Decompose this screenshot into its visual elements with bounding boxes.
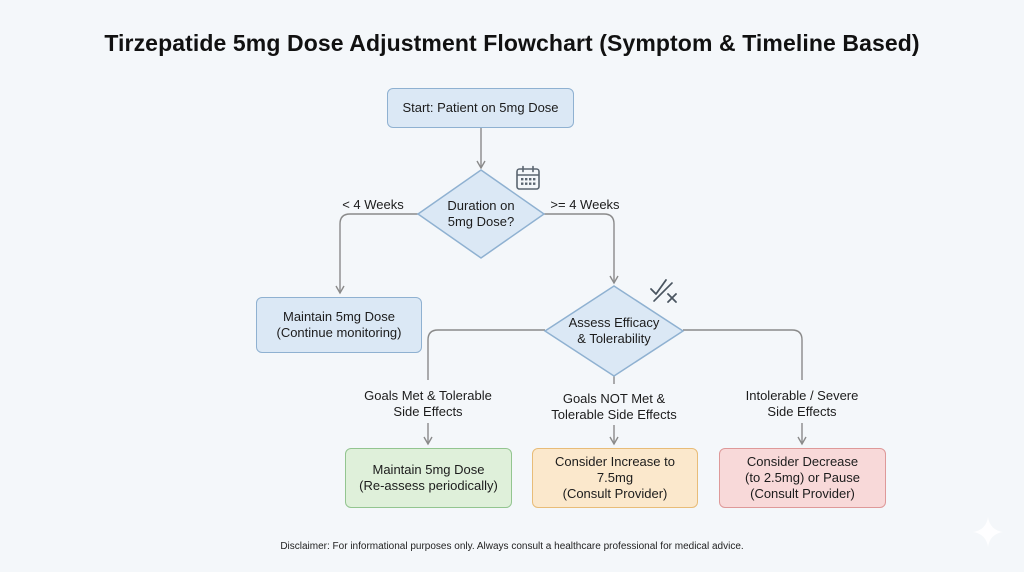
consider-increase-line2: 7.5mg — [596, 470, 634, 485]
edge-label-goals-met: Goals Met & Tolerable Side Effects — [350, 388, 506, 420]
decision-duration-line1: Duration on — [447, 198, 515, 213]
arrow-ge4-to-assess — [544, 213, 619, 285]
arrow-intolerable — [683, 329, 803, 380]
edge-label-goals-met-line1: Goals Met & Tolerable — [364, 388, 492, 403]
edge-label-intolerable-line2: Side Effects — [767, 404, 837, 419]
maintain-monitoring-node: Maintain 5mg Dose (Continue monitoring) — [256, 297, 422, 353]
edge-label-ge4: >= 4 Weeks — [550, 197, 620, 212]
consider-increase-node: Consider Increase to 7.5mg (Consult Prov… — [532, 448, 698, 508]
consider-decrease-line1: Consider Decrease — [746, 454, 859, 469]
edge-label-goals-met-line2: Side Effects — [393, 404, 463, 419]
decision-duration-line2: 5mg Dose? — [447, 214, 515, 229]
sparkle-icon — [973, 517, 1003, 547]
decision-duration: Duration on 5mg Dose? — [431, 198, 531, 230]
edge-label-goals-not-met-line1: Goals NOT Met & — [562, 391, 666, 406]
consider-increase-line1: Consider Increase to — [555, 454, 675, 469]
calendar-icon — [516, 165, 540, 190]
check-cross-icon — [650, 279, 677, 303]
arrow-lt4-to-maintain — [335, 213, 418, 295]
maintain-monitoring-line1: Maintain 5mg Dose — [283, 309, 395, 324]
start-node-text: Start: Patient on 5mg Dose — [402, 100, 559, 115]
edge-label-intolerable-line1: Intolerable / Severe — [745, 388, 859, 403]
arrow-goals-met — [427, 329, 545, 380]
disclaimer-text: Disclaimer: For informational purposes o… — [280, 541, 744, 552]
consider-decrease-line2: (to 2.5mg) or Pause — [745, 470, 860, 485]
maintain-reassess-line1: Maintain 5mg Dose — [372, 462, 485, 477]
edge-label-lt4: < 4 Weeks — [342, 197, 404, 212]
consider-increase-line3: (Consult Provider) — [562, 486, 668, 501]
start-node: Start: Patient on 5mg Dose — [387, 88, 574, 128]
decision-assess: Assess Efficacy & Tolerability — [554, 315, 674, 347]
decision-assess-line1: Assess Efficacy — [568, 315, 660, 330]
maintain-reassess-line2: (Re-assess periodically) — [359, 478, 498, 493]
edge-label-goals-not-met: Goals NOT Met & Tolerable Side Effects — [536, 391, 692, 423]
decision-assess-shape — [543, 285, 685, 377]
decision-assess-line2: & Tolerability — [577, 331, 651, 346]
consider-decrease-line3: (Consult Provider) — [750, 486, 855, 501]
consider-decrease-node: Consider Decrease (to 2.5mg) or Pause (C… — [719, 448, 886, 508]
decision-duration-shape — [416, 169, 546, 259]
edge-label-intolerable: Intolerable / Severe Side Effects — [724, 388, 880, 420]
page-title: Tirzepatide 5mg Dose Adjustment Flowchar… — [104, 30, 920, 56]
maintain-monitoring-line2: (Continue monitoring) — [276, 325, 402, 340]
maintain-reassess-node: Maintain 5mg Dose (Re-assess periodicall… — [345, 448, 512, 508]
edge-label-goals-not-met-line2: Tolerable Side Effects — [551, 407, 677, 422]
